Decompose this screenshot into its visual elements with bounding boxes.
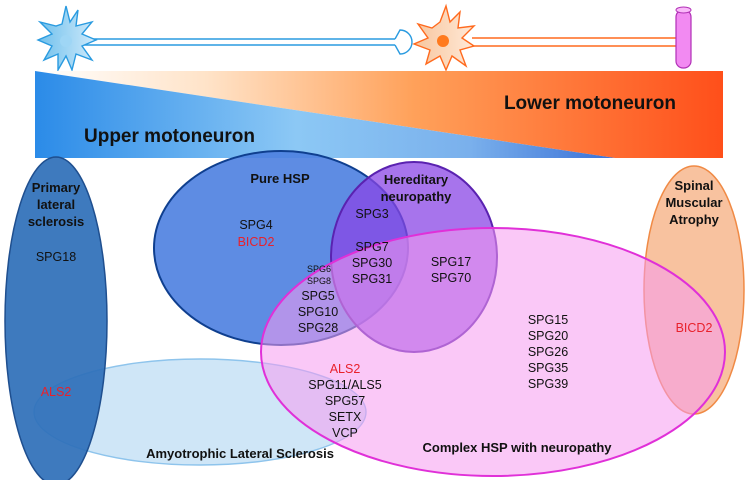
overlap-als-complex-gene-4: VCP [332, 426, 358, 440]
upper-motoneuron-wedge [35, 71, 615, 158]
overlap-small-gene-1: SPG6 [307, 264, 331, 274]
overlap-als-complex-gene-3: SETX [329, 410, 362, 424]
upper-neuron-nucleus [60, 35, 72, 47]
overlap-als-complex-gene-1: SPG11/ALS5 [308, 378, 381, 392]
overlap-als-complex-gene-2: SPG57 [325, 394, 365, 408]
complex-gene-1: SPG15 [528, 313, 568, 327]
overlap-pure-complex-gene-1: SPG5 [301, 289, 334, 303]
overlap-triple-gene-2: SPG30 [352, 256, 392, 270]
pure-hsp-gene: SPG4 [239, 218, 272, 232]
upper-motoneuron-label: Upper motoneuron [84, 126, 255, 147]
hered-title-line-2: neuropathy [381, 189, 453, 204]
complex-gene-5: SPG39 [528, 377, 568, 391]
complex-hsp-title: Complex HSP with neuropathy [422, 440, 612, 455]
hered-gene-2: SPG70 [431, 271, 471, 285]
overlap-triple-gene-3: SPG31 [352, 272, 392, 286]
complex-hsp-ellipse [260, 227, 726, 477]
muscle-fiber-icon [675, 9, 692, 69]
hered-gene-1: SPG17 [431, 255, 471, 269]
complex-gene-2: SPG20 [528, 329, 568, 343]
lower-neuron-nucleus [437, 35, 449, 47]
pls-red-gene: ALS2 [41, 385, 72, 399]
sma-title-line-1: Spinal [674, 178, 713, 193]
hered-title-line-1: Hereditary [384, 172, 449, 187]
pls-title-line-3: sclerosis [28, 214, 84, 229]
sma-title-line-3: Atrophy [669, 212, 720, 227]
overlap-pure-complex-gene-2: SPG10 [298, 305, 338, 319]
motoneuron-gradient-banner: Lower motoneuron Upper motoneuron [35, 71, 723, 158]
overlap-pure-hered-gene: SPG3 [355, 207, 388, 221]
pure-hsp-red-gene: BICD2 [238, 235, 275, 249]
lower-motoneuron-label: Lower motoneuron [504, 93, 676, 114]
pure-hsp-title: Pure HSP [250, 171, 310, 186]
pls-gene: SPG18 [36, 250, 76, 264]
overlap-als-complex-red-gene: ALS2 [330, 362, 361, 376]
upper-axon-terminal [394, 29, 413, 55]
als-title: Amyotrophic Lateral Sclerosis [146, 446, 334, 461]
sma-red-gene: BICD2 [676, 321, 713, 335]
set-labels: Primary lateral sclerosis SPG18 ALS2 Pur… [28, 171, 723, 461]
muscle-fiber-top [675, 6, 692, 14]
lower-motoneuron-wedge [35, 71, 723, 158]
pls-title-line-2: lateral [37, 197, 75, 212]
neuron-illustration [36, 3, 692, 73]
complex-gene-3: SPG26 [528, 345, 568, 359]
venn-sets [4, 150, 745, 480]
overlap-triple-gene-1: SPG7 [355, 240, 388, 254]
pls-ellipse [4, 156, 108, 480]
complex-gene-4: SPG35 [528, 361, 568, 375]
overlap-pure-complex-gene-3: SPG28 [298, 321, 338, 335]
pls-title-line-1: Primary [32, 180, 81, 195]
sma-title-line-2: Muscular [665, 195, 722, 210]
overlap-small-gene-2: SPG8 [307, 276, 331, 286]
